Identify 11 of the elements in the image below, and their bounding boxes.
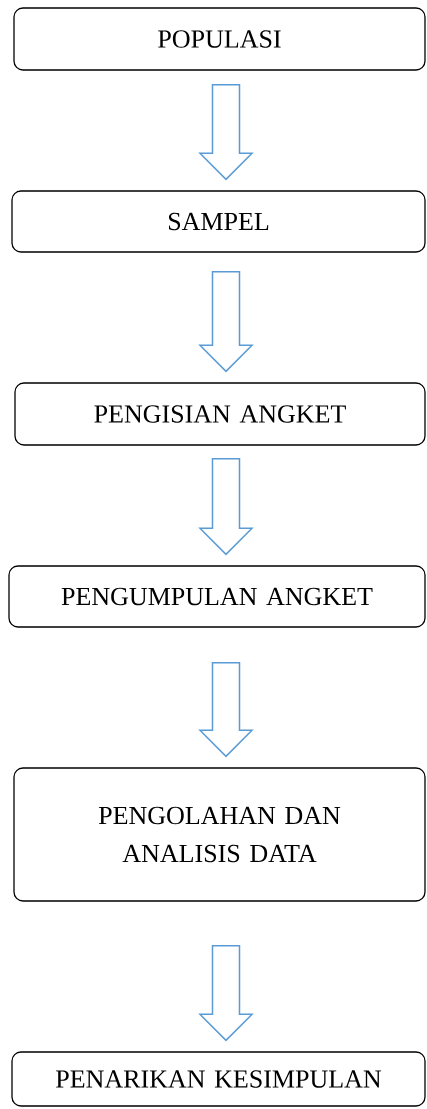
block-arrow <box>198 661 254 758</box>
block-arrow <box>198 270 254 373</box>
process-box: PENGOLAHAN DAN ANALISIS DATA <box>13 767 426 902</box>
block-arrow <box>198 457 254 556</box>
process-box: PENGUMPULAN ANGKET <box>8 565 426 628</box>
block-arrow <box>198 944 254 1042</box>
process-box: POPULASI <box>13 7 426 71</box>
process-box: SAMPEL <box>11 190 426 253</box>
process-box: PENARIKAN KESIMPULAN <box>11 1051 426 1107</box>
block-arrow <box>198 83 254 181</box>
process-box: PENGISIAN ANGKET <box>14 382 426 446</box>
